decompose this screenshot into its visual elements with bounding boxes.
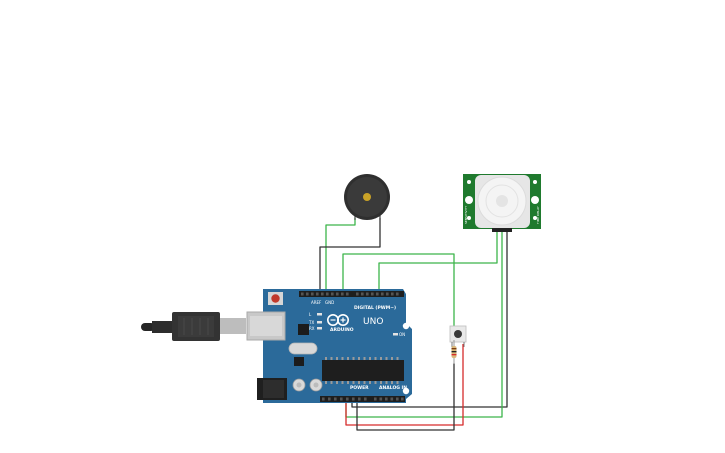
usb-cable[interactable] (141, 312, 246, 341)
usb-chip (298, 324, 309, 335)
pir-label-left: SENSITIVITY (464, 206, 468, 224)
buzzer-center (363, 193, 371, 201)
resistor[interactable] (451, 340, 457, 364)
button-cap (454, 330, 462, 338)
reset-button[interactable] (271, 294, 280, 303)
arduino-uno[interactable]: AREF GND DIGITAL (PWM~) L TX RX ON ARDUI… (246, 289, 412, 403)
piezo-buzzer[interactable] (344, 174, 390, 220)
pir-label-right: TIME DELAY (536, 206, 540, 225)
wire-pir-out[interactable] (378, 231, 498, 293)
model-label: UNO (363, 317, 383, 327)
brand-label: ARDUINO (330, 327, 354, 333)
led-l-label: L (309, 312, 312, 317)
crystal (288, 342, 318, 355)
push-button[interactable] (449, 325, 467, 347)
aref-label: AREF (311, 300, 322, 305)
pir-sensor[interactable]: SENSITIVITY TIME DELAY (463, 174, 541, 232)
digital-header (299, 291, 404, 297)
wire-buzzer-gnd[interactable] (319, 218, 381, 293)
arduino-logo: ARDUINO (326, 313, 354, 333)
led-tx-label: TX (308, 320, 314, 325)
led-rx-label: RX (309, 326, 315, 331)
wires (319, 218, 508, 431)
gnd-label-top: GND (325, 300, 334, 305)
digital-label: DIGITAL (PWM~) (354, 305, 396, 311)
led-on-label: ON (399, 332, 405, 337)
power-label: POWER (350, 385, 369, 391)
wire-resistor-gnd[interactable] (356, 363, 455, 431)
analog-label: ANALOG IN (379, 385, 407, 391)
wire-buzzer-signal[interactable] (325, 218, 356, 293)
wire-button-signal[interactable] (342, 253, 455, 326)
atmega-chip (322, 360, 404, 381)
usb-plug-metal (220, 318, 246, 334)
wire-button-5v[interactable] (345, 344, 464, 426)
analog-header (372, 396, 405, 402)
pir-header (492, 228, 512, 232)
